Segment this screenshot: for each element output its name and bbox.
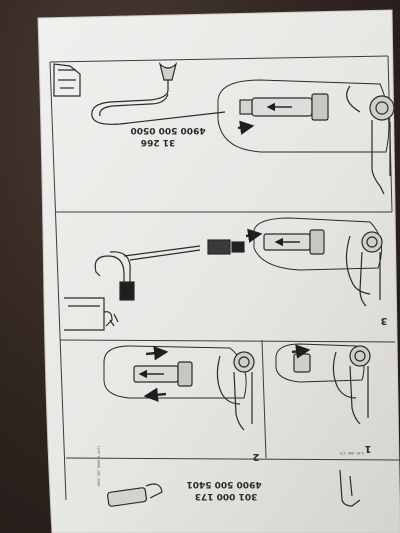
part-code-bottom-1: 4900 500 5401 xyxy=(186,479,261,489)
panel-frame xyxy=(49,55,400,501)
fine-print-right: 3.61 000 173 xyxy=(340,451,365,455)
bottom-illustration xyxy=(106,469,361,507)
step-number-3: 3 xyxy=(380,315,387,326)
step2-illustration xyxy=(103,345,255,431)
paper-sheet xyxy=(37,9,400,533)
fine-print-left: 0002 367 0000 4-4471 xyxy=(97,446,101,487)
bottom-part-codes: 4900 500 5401 301 000 173 xyxy=(186,479,261,501)
middle-panel-illustration xyxy=(64,217,383,331)
part-code-top-1: 4900 500 0500 xyxy=(130,125,205,135)
step1-illustration xyxy=(275,343,371,425)
fine-print: 0002 367 0000 4-4471 3.61 000 173 xyxy=(97,446,364,487)
part-code-top-0: 31 266 xyxy=(141,137,175,147)
step-number-2: 2 xyxy=(252,451,259,462)
part-code-bottom-0: 301 000 173 xyxy=(195,491,258,501)
top-panel-illustration xyxy=(53,62,395,195)
step-number-1: 1 xyxy=(364,443,371,454)
top-part-codes: 4900 500 0500 31 266 xyxy=(130,125,205,147)
